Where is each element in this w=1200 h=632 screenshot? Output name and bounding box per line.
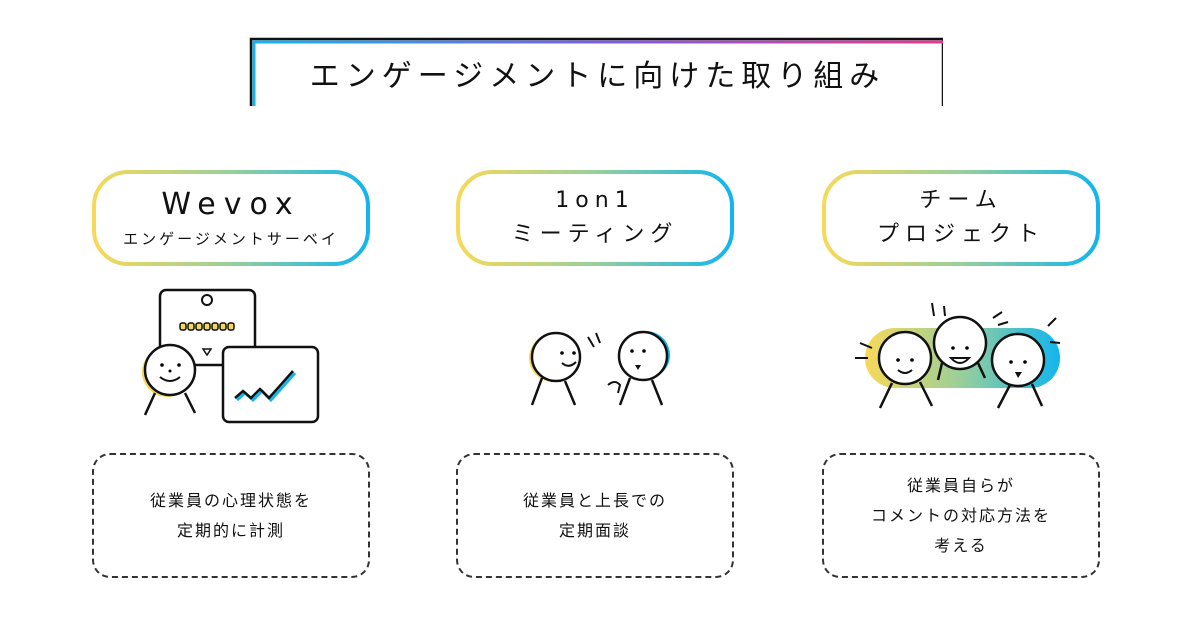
- category-box-team-project: チーム プロジェクト: [822, 170, 1100, 266]
- description-line: コメントの対応方法を: [870, 505, 1051, 525]
- category-subtitle: プロジェクト: [876, 222, 1045, 247]
- description-line: 従業員の心理状態を: [149, 490, 312, 510]
- category-title: 1on1: [555, 188, 635, 213]
- description-line: 定期面談: [558, 520, 631, 540]
- description-line: 定期的に計測: [176, 520, 285, 540]
- description-line: 考える: [934, 535, 988, 555]
- category-subtitle: エンゲージメントサーベイ: [123, 230, 339, 248]
- title-speech-bubble: [249, 37, 943, 106]
- description-box: 従業員の心理状態を定期的に計測: [92, 453, 370, 578]
- description-box: 従業員自らがコメントの対応方法を考える: [822, 453, 1100, 578]
- description-line: 従業員と上長での: [522, 490, 667, 510]
- category-subtitle: ミーティング: [511, 222, 679, 247]
- category-title: Wevox: [161, 187, 301, 222]
- category-title: チーム: [919, 188, 1003, 213]
- page-title: エンゲージメントに向けた取り組み: [309, 59, 886, 94]
- survey-illustration: [142, 288, 320, 424]
- category-box-1on1: 1on1 ミーティング: [456, 170, 734, 266]
- team-illustration: [855, 302, 1061, 409]
- one-on-one-illustration: [529, 330, 670, 406]
- description-box: 従業員と上長での定期面談: [456, 453, 734, 578]
- description-line: 従業員自らが: [906, 475, 1015, 495]
- category-box-wevox: Wevox エンゲージメントサーベイ: [92, 170, 370, 266]
